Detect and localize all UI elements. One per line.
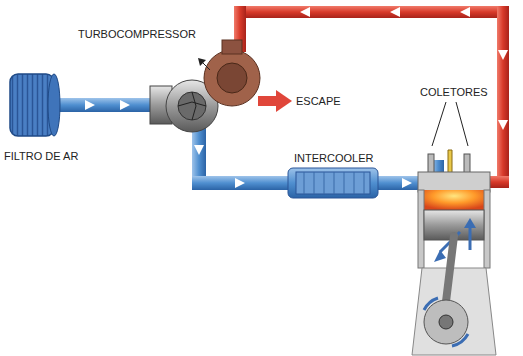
air-filter: [10, 74, 60, 136]
part-label: TURBOCOMPRESSOR: [78, 28, 196, 40]
part-label: ESCAPE: [296, 95, 341, 107]
pointer-arrowhead: [198, 58, 206, 66]
intercooler: [288, 168, 378, 198]
part-label: COLETORES: [420, 86, 488, 98]
turbocharger: [150, 40, 260, 132]
leader-line: [432, 102, 468, 146]
escape-arrow: [258, 90, 292, 112]
intake-pipe: [58, 98, 444, 190]
engine-cylinder: [412, 150, 496, 355]
part-label: FILTRO DE AR: [4, 150, 78, 162]
exhaust-pipe: [234, 6, 509, 188]
part-label: INTERCOOLER: [294, 152, 373, 164]
